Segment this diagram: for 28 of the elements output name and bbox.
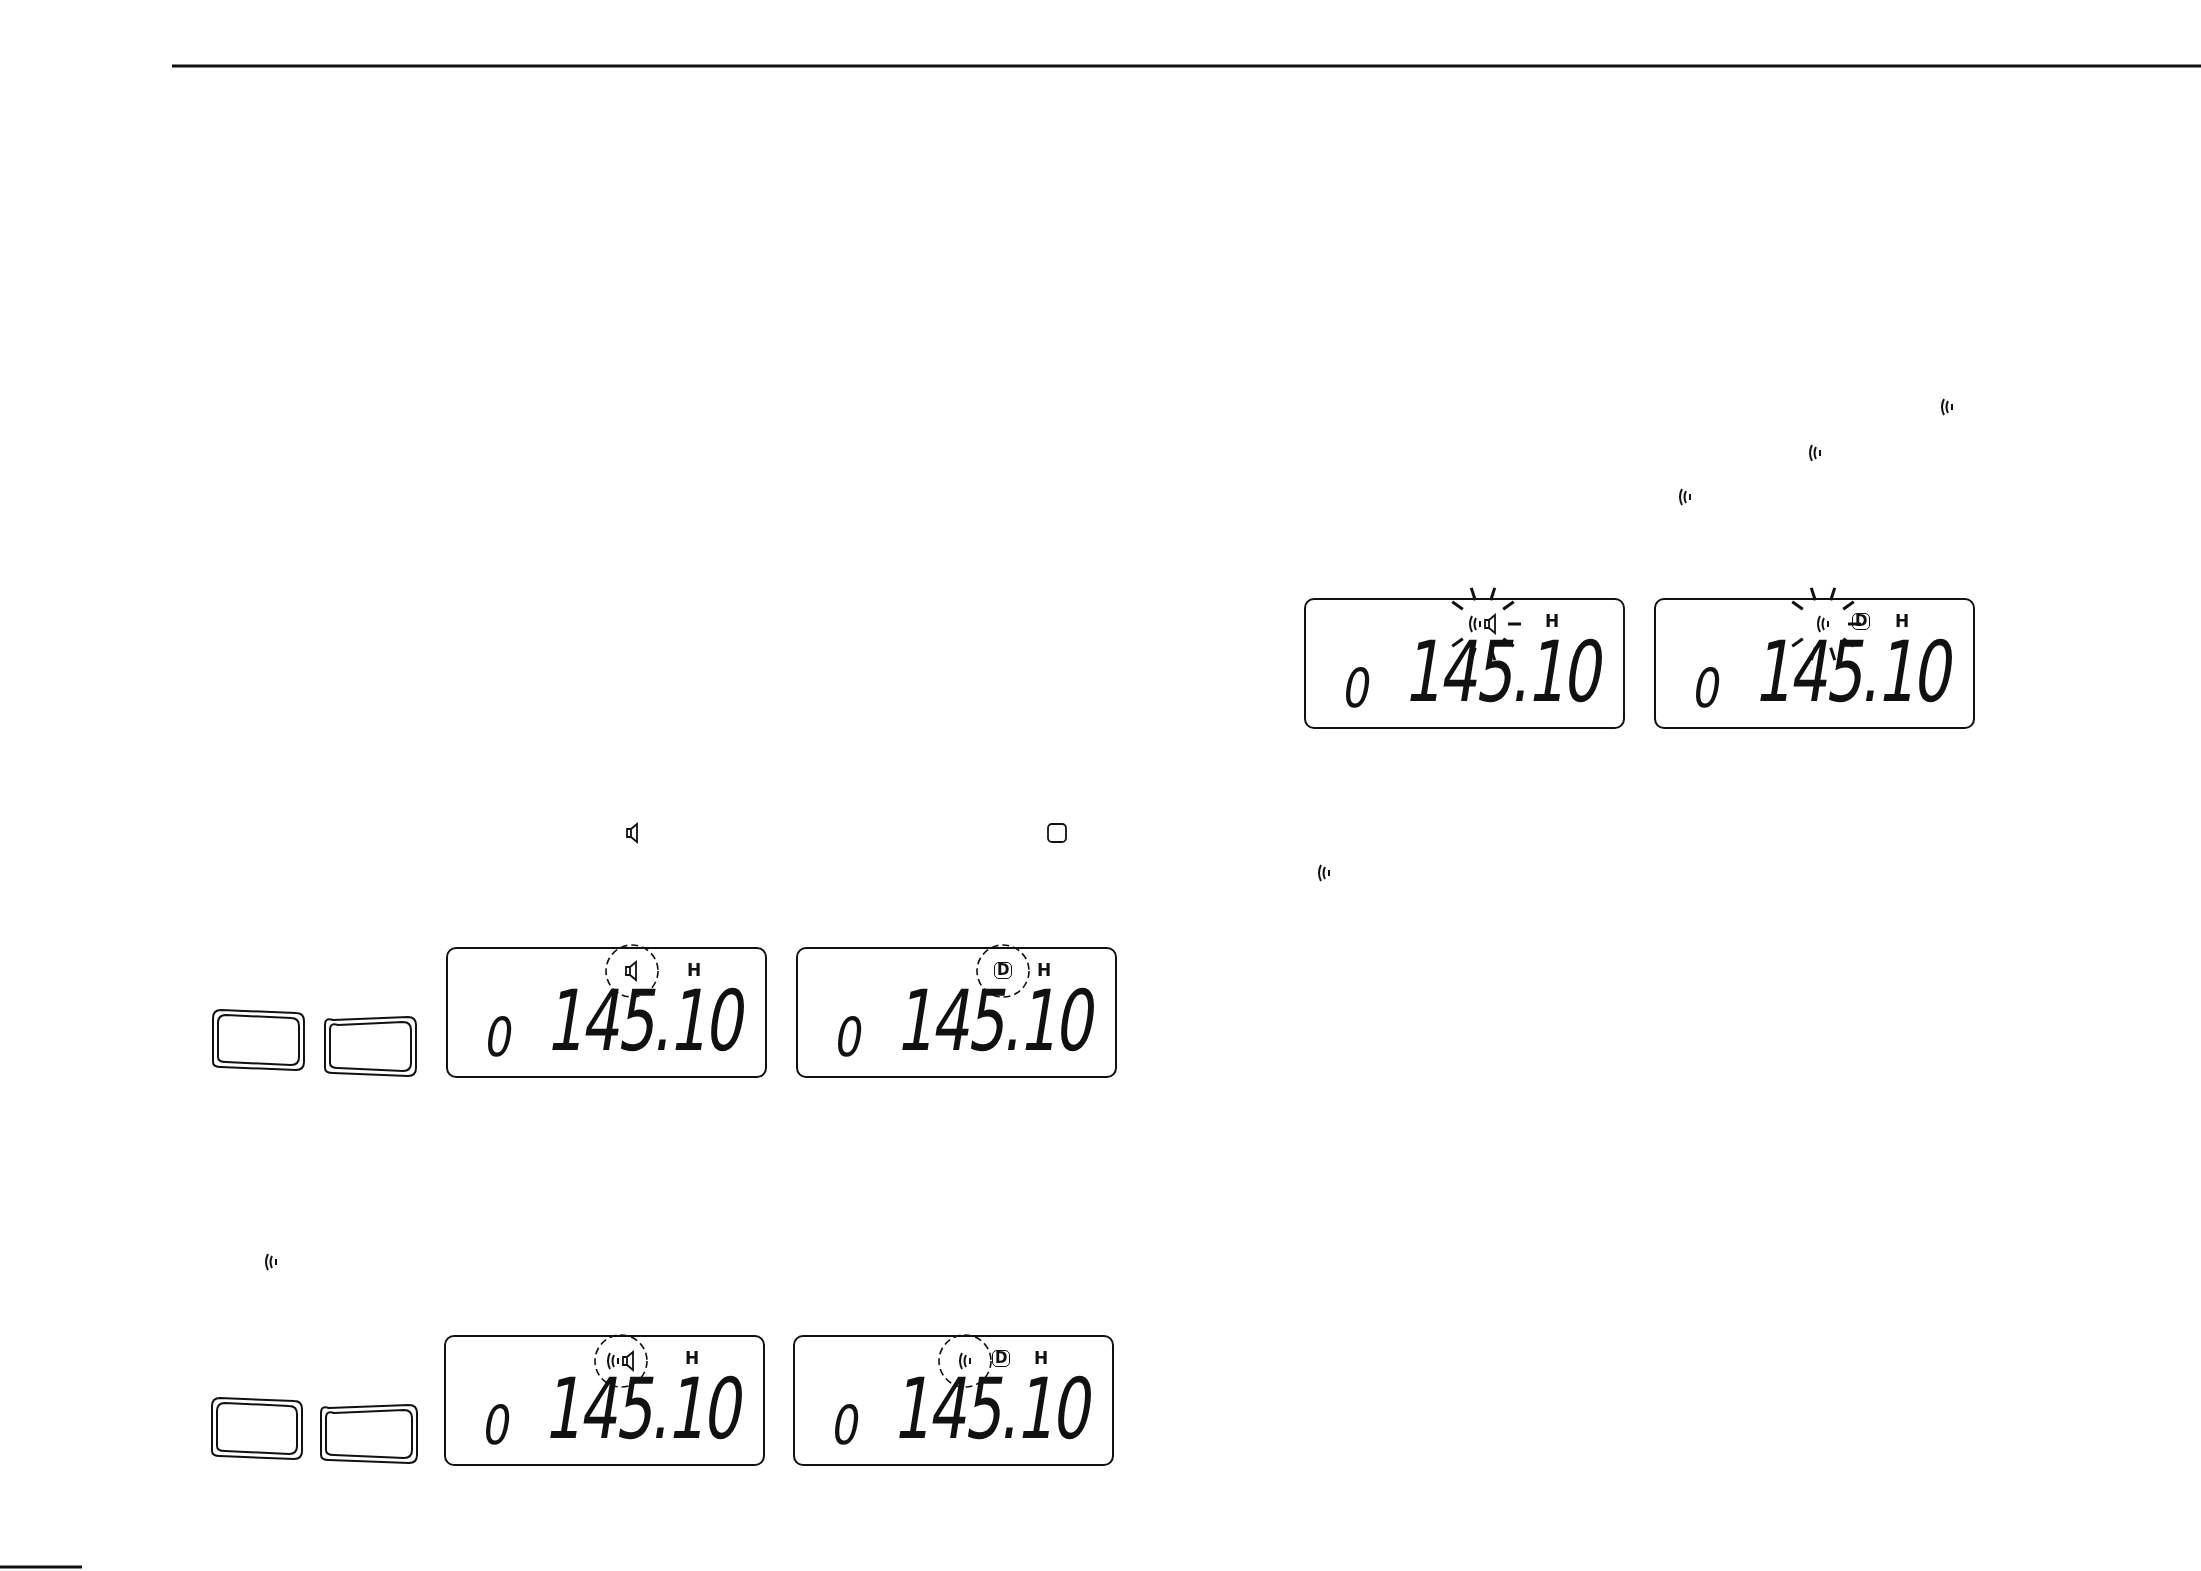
frequency-readout: 145.10 xyxy=(542,979,751,1063)
power-level-indicator: H xyxy=(1895,613,1910,630)
digital-mode-indicator: D xyxy=(994,962,1013,979)
lcd-display xyxy=(796,947,1117,1078)
frequency-readout: 145.10 xyxy=(889,1367,1098,1451)
memory-channel-digit: 0 xyxy=(1689,662,1726,716)
frequency-readout: 145.10 xyxy=(1400,630,1609,714)
frequency-readout: 145.10 xyxy=(1750,630,1959,714)
memory-channel-digit: 0 xyxy=(1339,662,1376,716)
frequency-readout: 145.10 xyxy=(892,979,1101,1063)
button-outline xyxy=(211,1397,303,1460)
frequency-readout: 145.10 xyxy=(540,1367,749,1451)
power-level-indicator: H xyxy=(685,1350,700,1367)
memory-channel-digit: 0 xyxy=(831,1011,868,1065)
memory-channel-digit: 0 xyxy=(479,1399,516,1453)
digital-mode-indicator: D xyxy=(992,1350,1011,1367)
power-level-indicator: H xyxy=(1545,613,1560,630)
button-outline xyxy=(324,1016,417,1077)
power-level-indicator: H xyxy=(1034,1350,1049,1367)
lcd-display xyxy=(793,1335,1114,1466)
memory-channel-digit: 0 xyxy=(828,1399,865,1453)
lcd-display xyxy=(446,947,767,1078)
lcd-display xyxy=(444,1335,765,1466)
button-outline xyxy=(320,1404,418,1464)
power-level-indicator: H xyxy=(1037,962,1052,979)
power-level-indicator: H xyxy=(687,962,702,979)
button-outline xyxy=(212,1009,305,1071)
memory-channel-digit: 0 xyxy=(481,1011,518,1065)
